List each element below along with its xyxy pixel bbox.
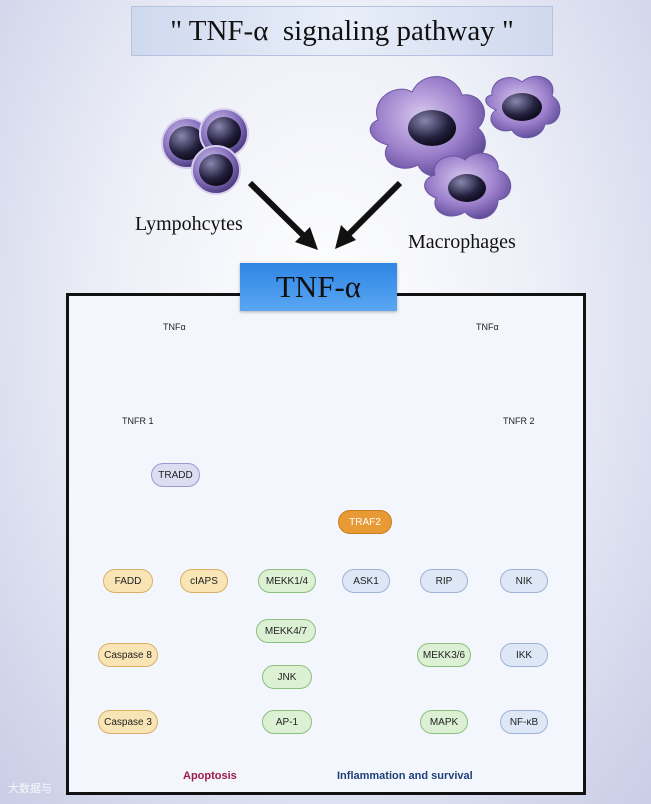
node-fadd: FADD bbox=[103, 569, 153, 593]
node-mekk47: MEKK4/7 bbox=[256, 619, 316, 643]
tnfr1-label: TNFR 1 bbox=[122, 416, 154, 426]
node-ciaps: cIAPS bbox=[180, 569, 228, 593]
lymphocytes-label: Lympohcytes bbox=[135, 213, 243, 235]
node-ask1: ASK1 bbox=[342, 569, 390, 593]
node-mapk: MAPK bbox=[420, 710, 468, 734]
node-caspase3: Caspase 3 bbox=[98, 710, 158, 734]
node-caspase8: Caspase 8 bbox=[98, 643, 158, 667]
outcome-apoptosis: Apoptosis bbox=[183, 770, 237, 782]
secretion-arrows bbox=[247, 180, 403, 250]
node-mekk14: MEKK1/4 bbox=[258, 569, 316, 593]
page-title: " TNF-α signaling pathway " bbox=[170, 14, 514, 47]
title-banner: " TNF-α signaling pathway " bbox=[131, 6, 553, 56]
lymphocyte-cells bbox=[161, 108, 249, 195]
tnf-alpha-banner: TNF-α bbox=[240, 263, 397, 311]
node-rip: RIP bbox=[420, 569, 468, 593]
tnf-alpha-label: TNF-α bbox=[275, 269, 362, 304]
watermark-logo: 大数据与 bbox=[8, 783, 52, 795]
node-ap1: AP-1 bbox=[262, 710, 312, 734]
tnf-ligand-right-label: TNFα bbox=[476, 322, 499, 332]
tnf-ligand-left-label: TNFα bbox=[163, 322, 186, 332]
macrophage-cells bbox=[369, 75, 561, 220]
tnfr2-label: TNFR 2 bbox=[503, 416, 535, 426]
macrophages-label: Macrophages bbox=[408, 231, 516, 253]
node-nfkb: NF-κB bbox=[500, 710, 548, 734]
node-tradd: TRADD bbox=[151, 463, 200, 487]
node-traf2: TRAF2 bbox=[338, 510, 392, 534]
node-ikk: IKK bbox=[500, 643, 548, 667]
node-nik: NIK bbox=[500, 569, 548, 593]
outcome-inflammation: Inflammation and survival bbox=[337, 770, 473, 782]
node-mekk36: MEKK3/6 bbox=[417, 643, 471, 667]
node-jnk: JNK bbox=[262, 665, 312, 689]
